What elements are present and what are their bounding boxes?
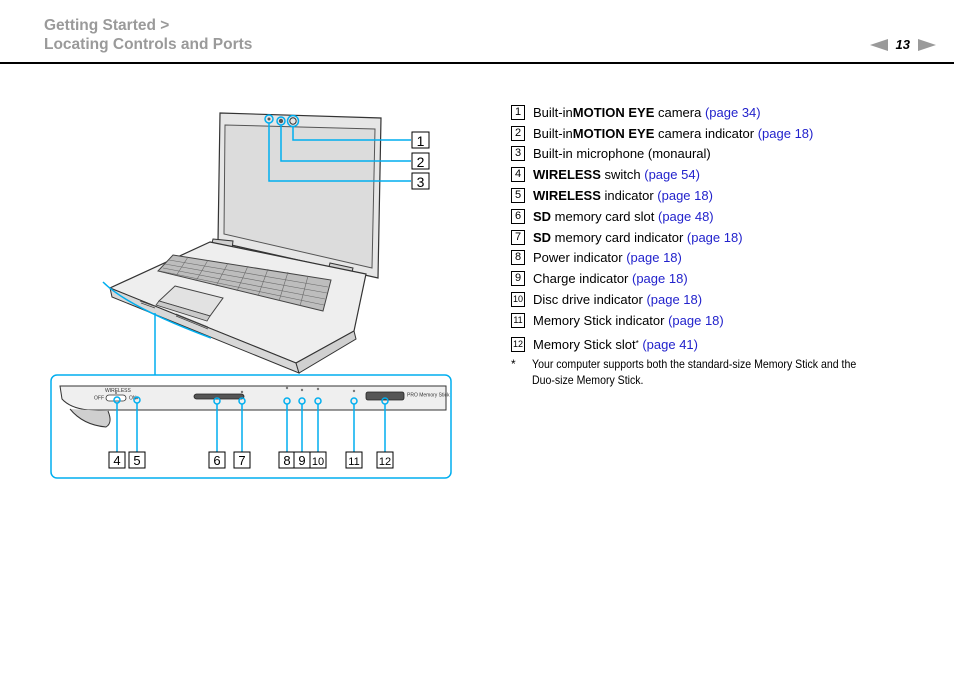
page-link[interactable]: (page 18) bbox=[657, 188, 713, 204]
callout-1: 1 bbox=[417, 133, 425, 149]
callout-10: 10 bbox=[312, 456, 324, 468]
legend-number: 10 bbox=[511, 292, 525, 308]
breadcrumb-parent[interactable]: Getting Started > bbox=[44, 17, 170, 34]
legend-number: 11 bbox=[511, 312, 525, 328]
legend-number: 1 bbox=[511, 104, 525, 120]
callout-8: 8 bbox=[283, 453, 290, 468]
breadcrumb-current: Locating Controls and Ports bbox=[44, 36, 253, 53]
legend-number: 2 bbox=[511, 125, 525, 141]
page-link[interactable]: (page 34) bbox=[704, 104, 761, 120]
footnote: * Your computer supports both the standa… bbox=[511, 356, 921, 388]
laptop-illustration: 1 2 3 WIRELESS OFF ON PRO Memory Stick bbox=[50, 112, 452, 479]
page-link[interactable]: (page 18) bbox=[668, 312, 724, 328]
footnote-mark: * bbox=[511, 357, 516, 371]
legend-number: 4 bbox=[511, 167, 525, 183]
memorystick-label: PRO Memory Stick bbox=[407, 393, 450, 399]
memory-stick-slot bbox=[365, 391, 405, 401]
legend-number: 9 bbox=[511, 271, 525, 287]
page-navigation: 13 bbox=[869, 37, 936, 53]
footnote-text: Your computer supports both the standard… bbox=[532, 357, 857, 387]
page-link[interactable]: (page 18) bbox=[646, 292, 703, 308]
page-link[interactable]: (page 54) bbox=[644, 167, 700, 183]
legend-number: 7 bbox=[511, 229, 525, 245]
arrow-left-icon[interactable] bbox=[869, 39, 888, 51]
page-link[interactable]: (page 48) bbox=[657, 208, 714, 224]
callout-7: 7 bbox=[238, 453, 245, 468]
page-link[interactable]: (page 18) bbox=[626, 250, 682, 266]
legend-number: 6 bbox=[511, 208, 525, 224]
callout-3: 3 bbox=[417, 174, 425, 190]
page-link[interactable]: (page 18) bbox=[686, 229, 743, 245]
callout-12: 12 bbox=[379, 456, 391, 468]
legend-number: 12 bbox=[511, 336, 525, 352]
legend-number: 5 bbox=[511, 188, 525, 204]
legend-number: 3 bbox=[511, 146, 525, 162]
wireless-label: WIRELESS bbox=[105, 388, 132, 394]
callout-9: 9 bbox=[298, 453, 305, 468]
header-divider bbox=[0, 62, 954, 64]
callout-2: 2 bbox=[417, 154, 425, 170]
keyboard bbox=[157, 254, 332, 312]
callout-11: 11 bbox=[348, 456, 359, 468]
arrow-right-icon[interactable] bbox=[918, 39, 936, 51]
page-link[interactable]: (page 18) bbox=[757, 125, 814, 141]
legend-number: 8 bbox=[511, 250, 525, 266]
page-link[interactable]: (page 18) bbox=[632, 271, 688, 287]
off-label: OFF bbox=[94, 396, 104, 402]
wireless-switch bbox=[105, 394, 127, 402]
page-link[interactable]: (page 41) bbox=[642, 336, 698, 352]
on-label: ON bbox=[129, 396, 137, 402]
breadcrumb: Getting Started > Locating Controls and … bbox=[44, 16, 252, 54]
callout-5: 5 bbox=[133, 453, 140, 468]
laptop-figure: 1 2 3 WIRELESS OFF ON PRO Memory Stick bbox=[48, 105, 458, 483]
callout-6: 6 bbox=[213, 453, 220, 468]
callout-4: 4 bbox=[113, 453, 120, 468]
page-number: 13 bbox=[895, 37, 910, 52]
